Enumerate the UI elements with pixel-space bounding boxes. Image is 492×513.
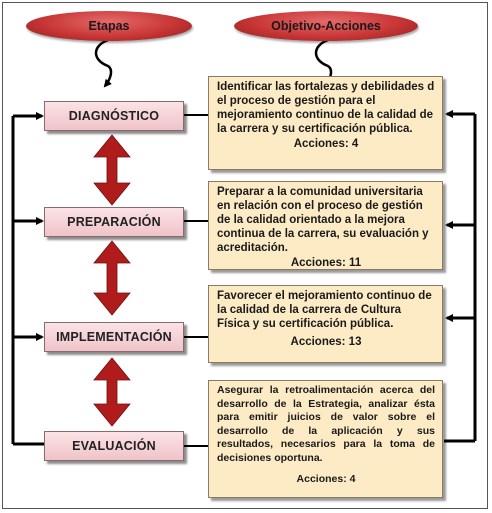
header-objetivo-acciones: Objetivo-Acciones <box>234 11 418 41</box>
stage-implementacion: IMPLEMENTACIÓN <box>44 322 184 352</box>
stage-evaluacion: EVALUACIÓN <box>44 431 184 461</box>
objective-box-evaluacion: Asegurar la retroalimentación acerca del… <box>208 380 443 498</box>
double-arrow-3 <box>93 357 131 427</box>
objective-box-diagnostico: Identificar las fortalezas y debilidades… <box>208 76 443 170</box>
curved-arrow-etapas <box>94 38 113 88</box>
objective-box-implementacion: Favorecer el mejoramiento continuo de la… <box>208 285 443 363</box>
stage-diagnostico: DIAGNÓSTICO <box>44 101 184 131</box>
objective-actions: Acciones: 4 <box>293 138 359 150</box>
double-arrow-1 <box>93 134 131 206</box>
objective-actions: Acciones: 13 <box>290 336 362 348</box>
objective-text: Favorecer el mejoramiento continuo de la… <box>217 290 432 330</box>
stage-preparacion: PREPARACIÓN <box>44 207 184 237</box>
header-etapas: Etapas <box>26 11 192 41</box>
objective-text: Identificar las fortalezas y debilidades… <box>217 81 435 135</box>
objective-text: Asegurar la retroalimentación acerca del… <box>217 384 435 464</box>
objective-text: Preparar a la comunidad universitaria en… <box>217 186 429 254</box>
objective-box-preparacion: Preparar a la comunidad universitaria en… <box>208 181 443 270</box>
objective-actions: Acciones: 4 <box>296 473 356 485</box>
objective-actions: Acciones: 11 <box>290 257 362 269</box>
double-arrow-2 <box>93 240 131 316</box>
